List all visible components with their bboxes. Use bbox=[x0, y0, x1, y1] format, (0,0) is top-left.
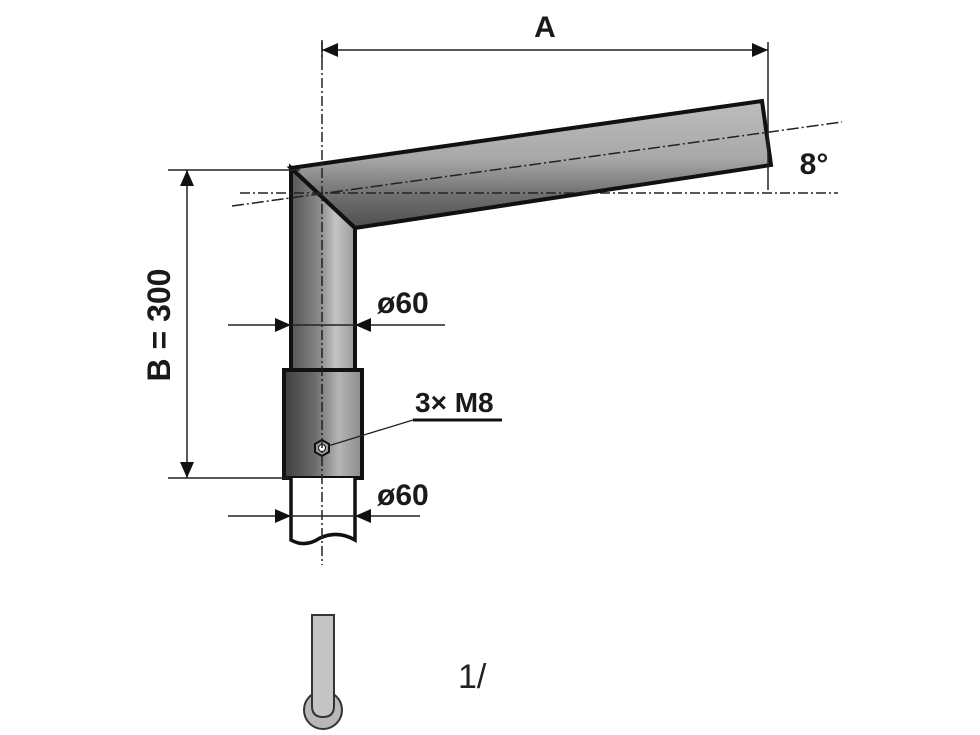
arrow-right-icon bbox=[752, 43, 768, 57]
lower-diameter-label: ø60 bbox=[377, 479, 429, 512]
dimension-b-label: B = 300 bbox=[141, 269, 177, 382]
arrow-up-icon bbox=[180, 170, 194, 186]
dimension-a-label: A bbox=[534, 11, 556, 44]
arrow-left-icon bbox=[355, 509, 371, 523]
rod-pin-icon bbox=[303, 614, 343, 730]
footnote-label: 1/ bbox=[458, 658, 487, 696]
arrow-right-icon bbox=[275, 318, 291, 332]
miter-line bbox=[289, 166, 357, 230]
arm-centerline bbox=[231, 121, 843, 207]
arrow-left-icon bbox=[355, 318, 371, 332]
arrow-left-icon bbox=[322, 43, 338, 57]
lower-pipe bbox=[289, 478, 357, 546]
arrow-down-icon bbox=[180, 462, 194, 478]
sleeve bbox=[282, 368, 364, 480]
bolts-label: 3× M8 bbox=[415, 387, 494, 418]
bolt-leader-line bbox=[327, 419, 414, 447]
angle-label: 8° bbox=[800, 148, 829, 181]
upper-diameter-label: ø60 bbox=[377, 287, 429, 320]
arrow-right-icon bbox=[275, 509, 291, 523]
